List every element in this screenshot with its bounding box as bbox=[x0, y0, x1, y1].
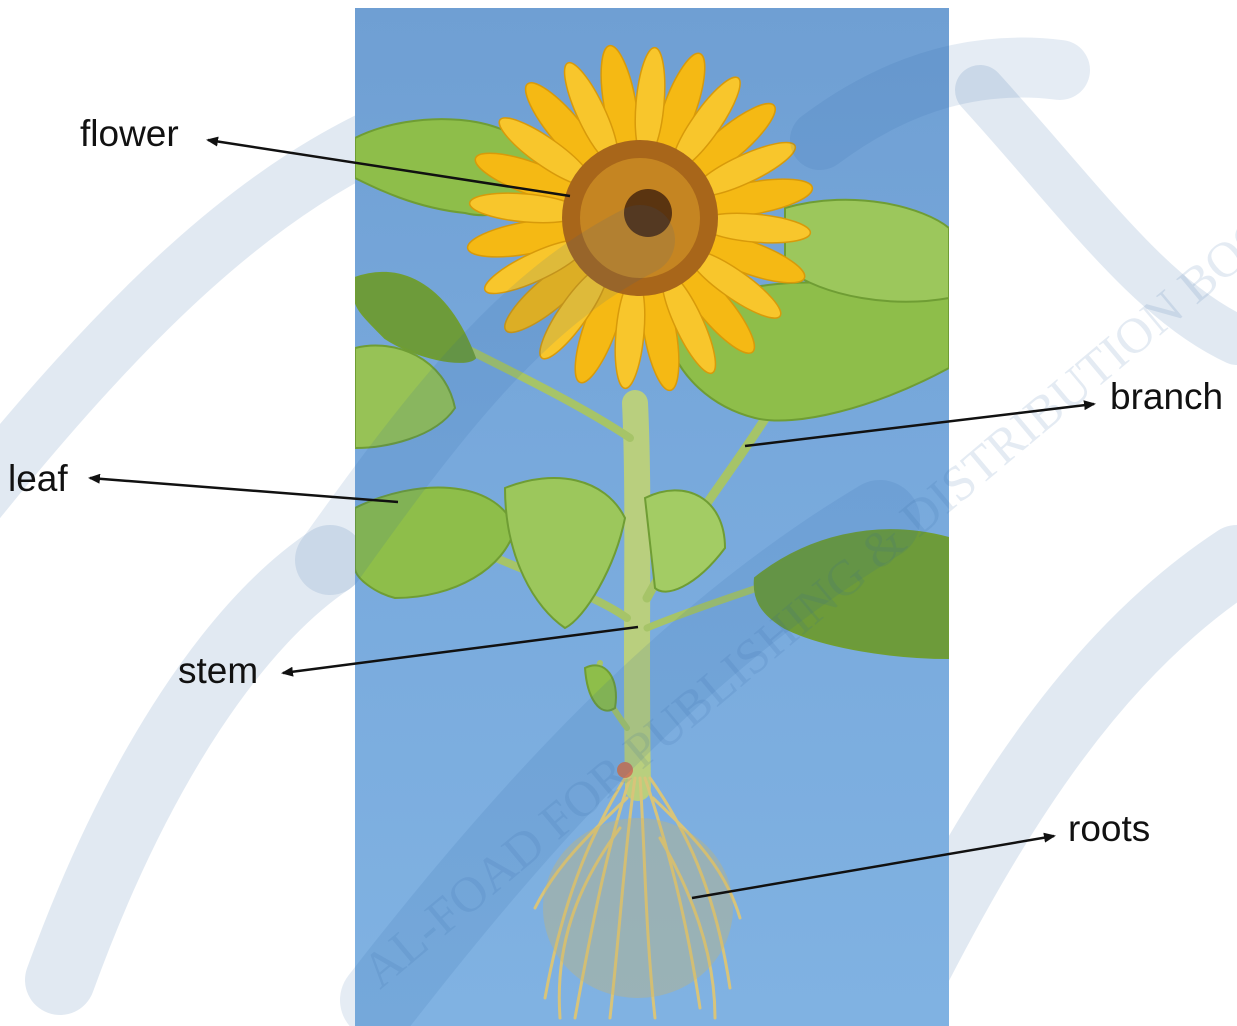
leaf-label: leaf bbox=[8, 460, 68, 497]
flower-label: flower bbox=[80, 115, 179, 152]
stem-label: stem bbox=[178, 652, 258, 689]
roots-arrow bbox=[692, 836, 1054, 898]
roots-label: roots bbox=[1068, 810, 1150, 847]
branch-arrow bbox=[745, 404, 1094, 446]
flower-arrow bbox=[208, 140, 570, 196]
stem-arrow bbox=[283, 627, 638, 673]
branch-label: branch bbox=[1110, 378, 1223, 415]
leaf-arrow bbox=[90, 478, 398, 502]
